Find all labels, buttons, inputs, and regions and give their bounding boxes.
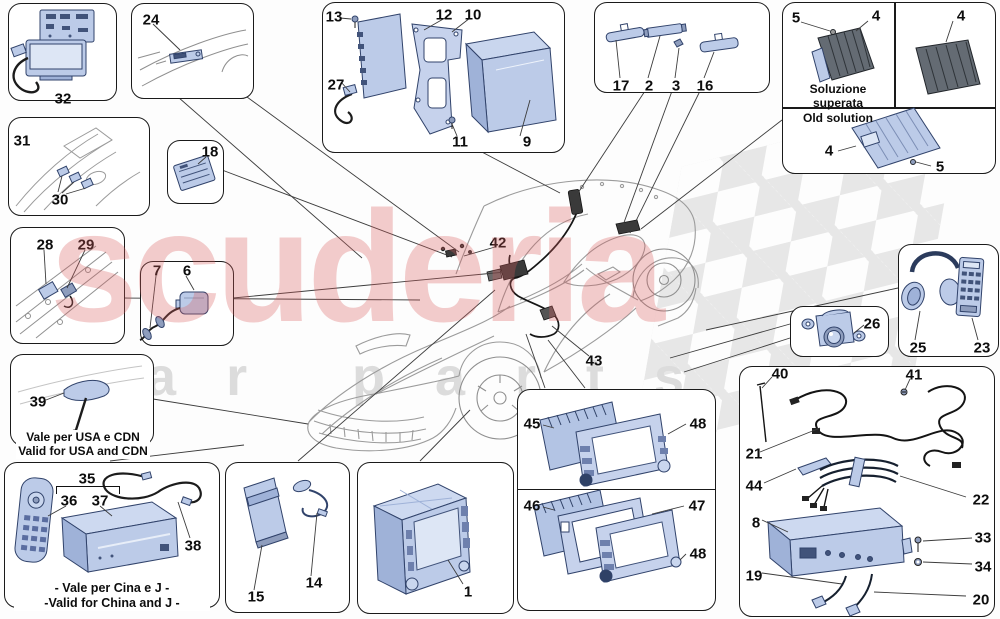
callout-2: 2 xyxy=(644,77,654,95)
group-box-roof-monitor xyxy=(8,3,117,101)
callout-18: 18 xyxy=(201,143,219,161)
bracket-35-36-37 xyxy=(56,486,120,494)
caption-old-solution-line2: Old solution xyxy=(803,110,873,125)
caption-old-solution-line1: Soluzione superata xyxy=(809,82,867,111)
callout-33: 33 xyxy=(974,529,992,547)
callout-5-old: 5 xyxy=(791,9,801,27)
callout-39: 39 xyxy=(29,393,47,411)
callout-12: 12 xyxy=(435,6,453,24)
callout-6: 6 xyxy=(182,262,192,280)
callout-48-top: 48 xyxy=(689,415,707,433)
callout-43: 43 xyxy=(585,352,603,370)
group-box-head-unit xyxy=(357,462,514,614)
callout-24: 24 xyxy=(142,11,160,29)
callout-45: 45 xyxy=(523,415,541,433)
callout-16: 16 xyxy=(696,77,714,95)
caption-old-solution: Soluzione superata Old solution xyxy=(784,82,892,125)
callout-44: 44 xyxy=(745,477,763,495)
caption-usa: Vale per USA e CDN Valid for USA and CDN xyxy=(16,430,150,459)
callout-9: 9 xyxy=(522,133,532,151)
callout-7: 7 xyxy=(152,262,162,280)
callout-4-new: 4 xyxy=(824,142,834,160)
amplifier-box-vertical-divider xyxy=(894,3,896,107)
callout-23: 23 xyxy=(973,339,991,357)
callout-14: 14 xyxy=(305,574,323,592)
callout-13: 13 xyxy=(325,8,343,26)
callout-31: 31 xyxy=(13,132,31,150)
callout-4-old: 4 xyxy=(871,7,881,25)
callout-1: 1 xyxy=(463,583,473,601)
group-box-pouch-microphone xyxy=(225,462,350,613)
callout-37: 37 xyxy=(91,492,109,510)
caption-china-line2: -Valid for China and J - xyxy=(44,596,180,610)
callout-25: 25 xyxy=(909,339,927,357)
callout-20: 20 xyxy=(972,591,990,609)
callout-27: 27 xyxy=(327,76,345,94)
callout-5-new: 5 xyxy=(935,158,945,176)
callout-32: 32 xyxy=(54,90,72,108)
callout-35: 35 xyxy=(78,470,96,488)
watermark-brand: scuderia xyxy=(50,179,665,355)
caption-usa-line2: Valid for USA and CDN xyxy=(18,444,148,459)
callout-11: 11 xyxy=(452,133,468,151)
group-box-tuner-bracket xyxy=(322,2,565,153)
callout-15: 15 xyxy=(247,588,265,606)
callout-34: 34 xyxy=(974,558,992,576)
caption-china: - Vale per Cina e J - -Valid for China a… xyxy=(14,581,210,611)
callout-38: 38 xyxy=(184,537,202,555)
media-units-divider xyxy=(518,489,715,491)
callout-10: 10 xyxy=(464,6,482,24)
callout-36: 36 xyxy=(60,492,78,510)
callout-40: 40 xyxy=(771,365,789,383)
callout-8: 8 xyxy=(751,514,761,532)
group-box-harness-interface xyxy=(739,366,995,617)
callout-47: 47 xyxy=(688,497,706,515)
caption-china-line1: - Vale per Cina e J - xyxy=(54,581,170,595)
callout-4-alt: 4 xyxy=(956,7,966,25)
caption-usa-line1: Vale per USA e CDN xyxy=(26,430,140,444)
callout-48-bottom: 48 xyxy=(689,545,707,563)
callout-41: 41 xyxy=(905,366,923,384)
callout-21: 21 xyxy=(745,445,763,463)
callout-22: 22 xyxy=(972,491,990,509)
callout-3: 3 xyxy=(671,77,681,95)
callout-17: 17 xyxy=(612,77,630,95)
callout-19: 19 xyxy=(745,567,763,585)
callout-46: 46 xyxy=(523,497,541,515)
group-box-media-units xyxy=(517,389,716,611)
callout-26: 26 xyxy=(863,315,881,333)
